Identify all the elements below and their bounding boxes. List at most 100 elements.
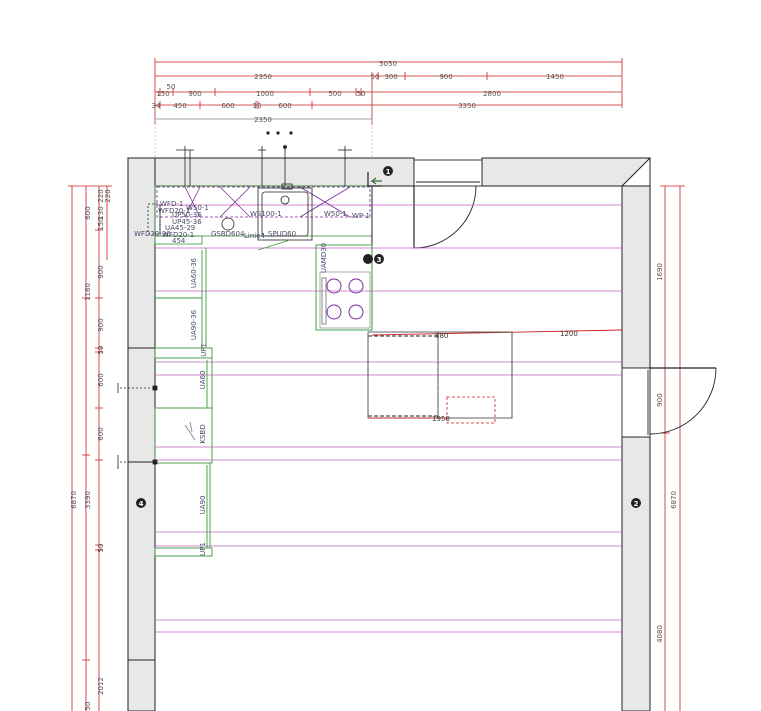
top-dimension-texts: 5050 2350 50 300 900 1450 50 150 900 100… [152, 60, 564, 124]
dim-top-2350: 2350 [254, 73, 272, 81]
dim-top-2350b: 2350 [254, 116, 272, 124]
label-w50-1: W50-1 [324, 210, 347, 218]
label-wfd-1: WFD-1 [160, 200, 183, 208]
dim-top-50b: 50 [167, 83, 176, 91]
dim-right-1690: 1690 [656, 263, 664, 281]
cooktop-unit [257, 186, 373, 331]
label-up1-a: UP1 [200, 343, 208, 357]
dim-top-2800: 2800 [483, 90, 501, 98]
label-wfd20-30: WFD20-30 [134, 230, 171, 238]
dim-left-50a: 50 [97, 346, 105, 355]
dim-left-50b: 50 [97, 544, 105, 553]
label-ua60: UA60 [199, 371, 207, 390]
label-ua90-36: UA90-36 [190, 309, 198, 340]
dim-top-16: 16 [253, 102, 262, 110]
dim-top-5050: 5050 [379, 60, 397, 68]
svg-text:3: 3 [377, 256, 382, 264]
left-cabinet-run [154, 248, 213, 557]
left-wall-lower [127, 461, 156, 661]
dim-left-900b: 900 [97, 318, 105, 331]
corner-symbol [367, 172, 382, 187]
dim-top-50a: 50 [371, 73, 380, 81]
marker-2: 2 [631, 498, 641, 508]
left-wall-middle [127, 347, 156, 463]
dim-left-1160: 1160 [84, 283, 92, 301]
right-door-frame [621, 367, 651, 438]
island-labels: 1200 1950 880 [432, 330, 578, 423]
dim-left-600c: 600 [97, 427, 105, 440]
section-markers: 1 3 4 2 [136, 166, 641, 508]
right-wall-upper [621, 185, 651, 369]
dim-top-1000: 1000 [256, 90, 274, 98]
label-454: 454 [172, 237, 186, 245]
marker-3: 3 [363, 254, 384, 264]
dim-left-220b: 220 [104, 189, 112, 202]
dim-top-3350: 3350 [458, 102, 476, 110]
dim-left-6870: 6870 [70, 491, 78, 509]
dim-top-50c: 50 [357, 90, 366, 98]
label-wfd20-1b: WFD20-1 [162, 231, 194, 239]
dim-top-34: 34 [152, 102, 161, 110]
dim-right-900: 900 [656, 393, 664, 406]
dim-left-600b: 600 [97, 373, 105, 386]
left-cabinet-labels: UA60-36 UA90-36 UP1 UA60 KSBD UA90 UP1 [190, 257, 208, 556]
label-up1-b: UP1 [199, 542, 207, 556]
dim-right-4080: 4080 [656, 625, 664, 643]
top-dimension-guides [154, 119, 373, 186]
dim-top-900b: 900 [188, 90, 201, 98]
dim-left-220a: 220 [97, 189, 105, 202]
dim-top-300: 300 [384, 73, 397, 81]
dim-left-3390: 3390 [84, 491, 92, 509]
left-wall-upper [127, 157, 156, 349]
dim-top-900a: 900 [439, 73, 452, 81]
right-dimension-texts: 1690 900 4080 6870 [656, 263, 678, 643]
left-dimension-chains [68, 185, 112, 711]
label-gsbd604: GSBD604 [211, 230, 245, 238]
island-dim-1200: 1200 [560, 330, 578, 338]
kitchen-island [367, 329, 623, 424]
top-cabinet-run [147, 183, 373, 245]
top-cabinet-labels: WFD-1 UP50-36 W50-1 WFD20-1 UP45-36 WFD2… [134, 200, 370, 245]
dim-top-500: 500 [328, 90, 341, 98]
right-door-swing [649, 367, 717, 435]
dim-top-600b: 600 [278, 102, 291, 110]
dim-left-900a: 900 [97, 265, 105, 278]
dim-left-50d: 50 [84, 702, 92, 711]
dim-top-1450: 1450 [546, 73, 564, 81]
floor-grid [155, 204, 622, 633]
dim-left-600a: 600 [84, 206, 92, 219]
marker-1: 1 [383, 166, 393, 176]
right-wall-lower [621, 436, 651, 711]
top-wall-right [481, 157, 652, 187]
island-dim-1950: 1950 [432, 415, 450, 423]
dim-top-450: 450 [173, 102, 186, 110]
label-spud60: SPUD60 [268, 230, 296, 238]
marker-4: 4 [136, 498, 146, 508]
dim-top-600a: 600 [221, 102, 234, 110]
dim-left-150: 150 [97, 217, 105, 230]
walls [126, 157, 652, 711]
left-wall-bottom [127, 659, 156, 711]
svg-text:1: 1 [386, 168, 391, 176]
island-dim-880: 880 [435, 332, 448, 340]
label-ws100-1: WS100-1 [250, 210, 282, 218]
label-wfd20-1: WFD20-1 [158, 207, 190, 215]
dim-left-130: 130 [97, 206, 105, 219]
label-ksbd: KSBD [199, 424, 207, 443]
label-linie: Linie4 [244, 232, 266, 240]
label-up45-36: UP45-36 [172, 218, 202, 226]
top-dimension-chains [154, 58, 623, 125]
label-wp-1: WP-1 [352, 212, 370, 220]
left-dimension-texts: 6870 1160 3390 2012 50 600 900 900 50 60… [70, 189, 112, 710]
label-ua90: UA90 [199, 496, 207, 515]
label-up50-36: UP50-36 [172, 211, 202, 219]
label-uamd30: UAMD30 [320, 243, 328, 273]
dim-top-150: 150 [156, 90, 169, 98]
doors [413, 159, 717, 438]
label-w50-1-top: W50-1 [186, 204, 209, 212]
svg-text:4: 4 [139, 500, 144, 508]
cooktop-labels: UAMD30 [320, 243, 328, 273]
dim-right-6870: 6870 [670, 491, 678, 509]
plumbing-markers [176, 131, 352, 186]
